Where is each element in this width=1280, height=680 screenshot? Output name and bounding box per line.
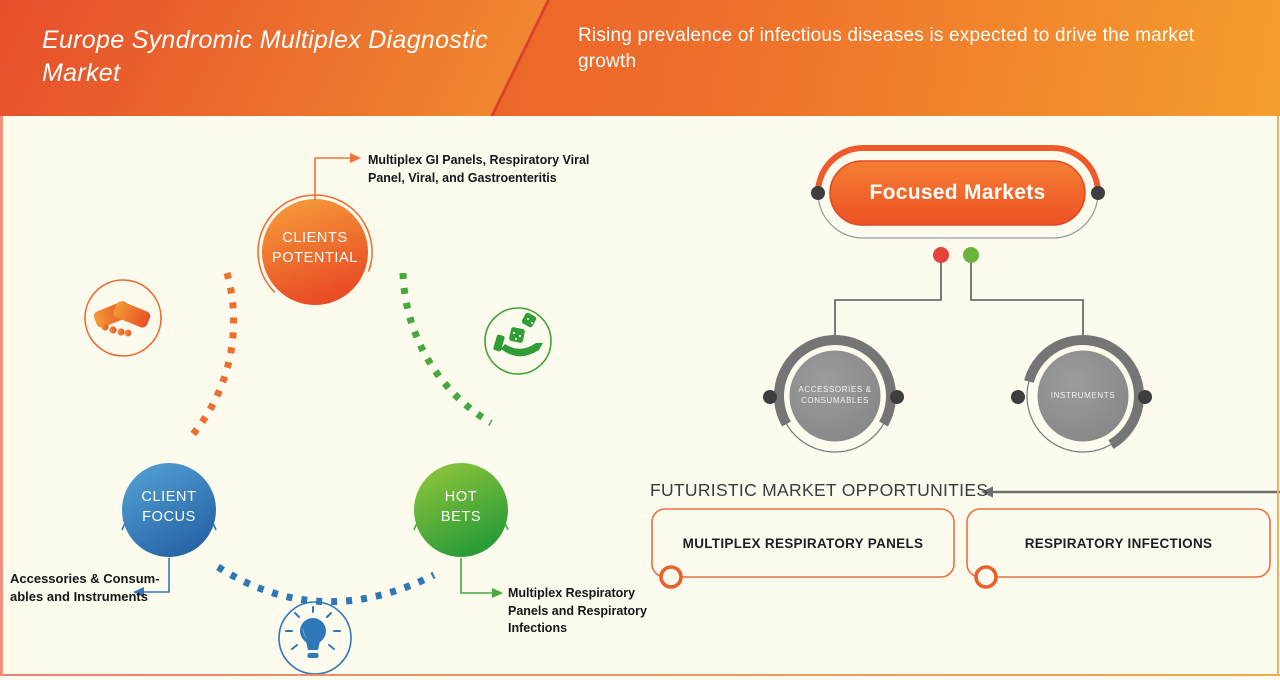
opportunity-box-1 <box>651 508 955 578</box>
opportunities-arrowhead <box>981 486 993 498</box>
page-title: Europe Syndromic Multiplex Diagnostic Ma… <box>42 26 489 87</box>
clients-potential-arrowhead <box>350 153 361 163</box>
client-focus-connector <box>144 558 170 593</box>
hot-bets-annotation: Multiplex Respiratory Panels and Respira… <box>508 586 647 635</box>
clients-potential-circle <box>262 199 368 305</box>
pill-right-dot <box>1091 186 1105 200</box>
client-focus-arrowhead <box>133 587 144 597</box>
dotted-arc-blue <box>216 564 436 606</box>
accessories-consumables-label: ACCESSORIES & CONSUMABLES <box>798 385 872 406</box>
tree-green-dot <box>963 247 979 263</box>
opportunity-box-1-knob <box>659 565 683 589</box>
client-focus-circle <box>122 463 216 557</box>
dotted-arc-orange <box>185 272 238 443</box>
lightbulb-icon <box>278 601 352 675</box>
client-focus-annotation: Accessories & Consum- ables and Instrume… <box>10 571 160 605</box>
instruments-label: INSTRUMENTS <box>1050 391 1116 400</box>
clients-potential-annotation: Multiplex GI Panels, Respiratory Viral P… <box>368 153 590 185</box>
bottom-border-line <box>0 674 1280 676</box>
pill-ring-bottom-arc <box>817 192 1099 239</box>
focused-markets-pill <box>829 160 1086 226</box>
opportunity-label-respiratory-infections: RESPIRATORY INFECTIONS <box>1024 535 1213 551</box>
hot-bets-arrowhead <box>492 588 503 598</box>
opportunity-box-2 <box>966 508 1271 578</box>
handshake-icon <box>84 279 162 357</box>
client-focus-label: CLIENT FOCUS <box>141 489 197 525</box>
dotted-arc-green <box>399 272 493 427</box>
opportunities-heading: FUTURISTIC MARKET OPPORTUNITIES <box>650 480 989 500</box>
opportunity-box-2-knob <box>974 565 998 589</box>
accessories-consumables-node <box>763 335 904 453</box>
pill-left-dot <box>811 186 825 200</box>
clients-potential-ring-arc <box>257 194 373 293</box>
tree-branch-left <box>834 263 942 341</box>
tree-red-dot <box>933 247 949 263</box>
opportunity-label-multiplex-respiratory-panels: MULTIPLEX RESPIRATORY PANELS <box>682 535 924 551</box>
hot-bets-connector <box>460 558 492 594</box>
header-banner: Europe Syndromic Multiplex Diagnostic Ma… <box>0 0 1280 116</box>
instruments-node <box>1011 335 1152 453</box>
left-border-line <box>0 116 3 676</box>
header-subtitle: Rising prevalence of infectious diseases… <box>578 25 1195 72</box>
pill-ring-top-arc <box>815 145 1101 194</box>
clients-potential-connector <box>314 157 350 200</box>
hot-bets-circle <box>414 463 508 557</box>
dice-in-hand-icon <box>484 307 552 375</box>
tree-branch-right <box>970 263 1084 341</box>
clients-potential-label: CLIENTS POTENTIAL <box>272 230 358 266</box>
hot-bets-label: HOT BETS <box>440 489 482 525</box>
right-border-line <box>1277 116 1279 676</box>
focused-markets-title: Focused Markets <box>869 181 1046 204</box>
